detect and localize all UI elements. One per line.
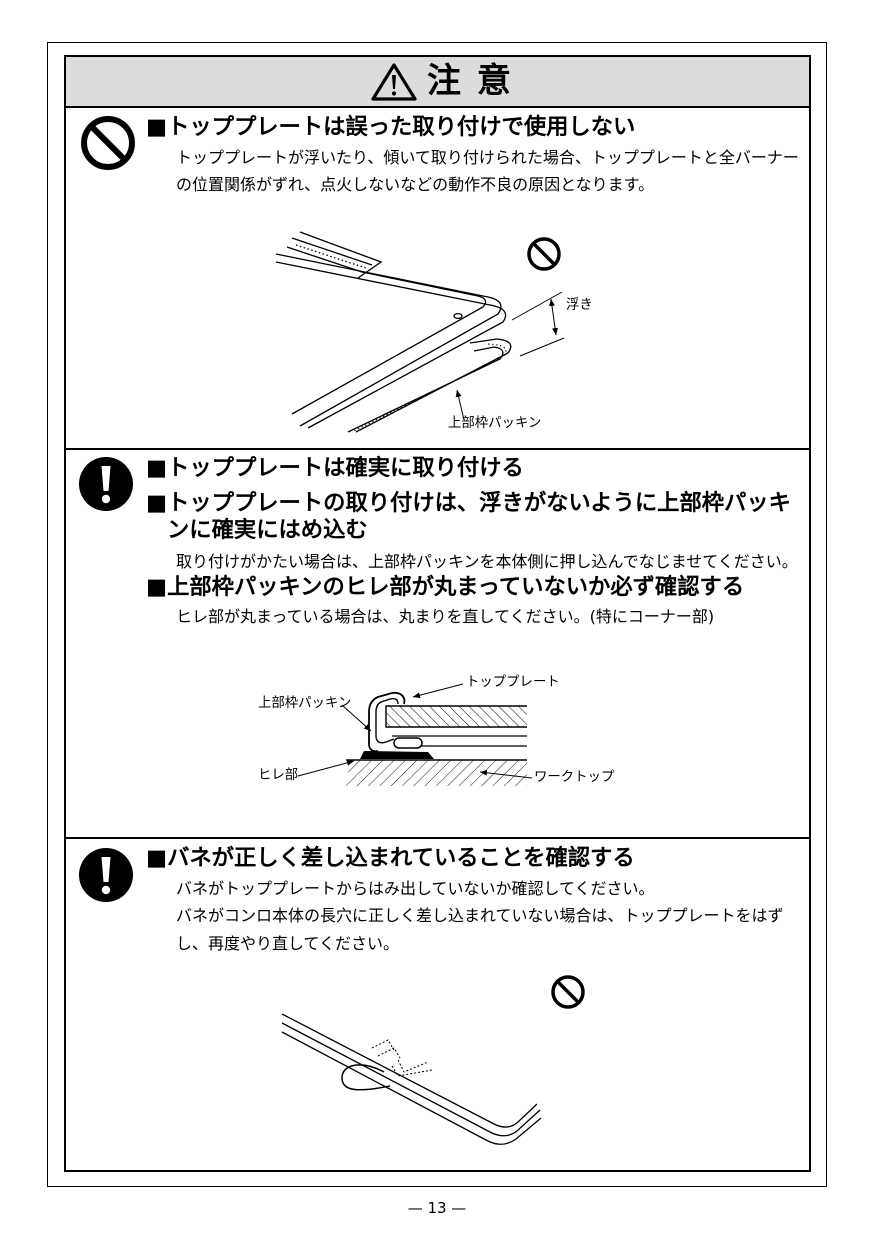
worktop-section bbox=[346, 759, 527, 786]
section-heading: ■上部枠パッキンのヒレ部が丸まっていないか必ず確認する bbox=[146, 573, 745, 600]
section-body-line: バネがコンロ本体の長穴に正しく差し込まれていない場合は、トッププレートをはず bbox=[176, 905, 784, 925]
fin-leader-line bbox=[297, 759, 355, 777]
page-frame bbox=[47, 42, 827, 1187]
caution-header bbox=[64, 55, 811, 107]
figure-packing-cross-section bbox=[297, 683, 533, 786]
mandatory-action-icon bbox=[79, 457, 133, 511]
worktop-leader-line bbox=[479, 769, 533, 779]
top-plate-leader-line bbox=[412, 683, 464, 699]
section-body-line: バネがトッププレートからはみ出していないか確認してください。 bbox=[176, 878, 655, 898]
packing-drawing bbox=[347, 338, 512, 433]
section-divider bbox=[64, 837, 811, 839]
top-plate-edge-drawing bbox=[281, 1013, 542, 1145]
section-body-line: ヒレ部が丸まっている場合は、丸まりを直してください。(特にコーナー部) bbox=[176, 606, 715, 626]
figure-label-packing: 上部枠パッキン bbox=[448, 416, 542, 431]
warning-triangle-icon bbox=[371, 63, 417, 101]
prohibition-icon bbox=[527, 237, 561, 271]
header-divider bbox=[64, 106, 811, 108]
figure-label-fin: ヒレ部 bbox=[258, 768, 299, 783]
section-heading: ■トッププレートは確実に取り付ける bbox=[146, 454, 524, 481]
page-number: — 13 — bbox=[407, 1199, 467, 1217]
packing-leader-line bbox=[341, 704, 372, 732]
section-heading: ■トッププレートは誤った取り付けで使用しない bbox=[146, 113, 636, 140]
section-heading: ■トッププレートの取り付けは、浮きがないように上部枠パッキ bbox=[146, 489, 791, 516]
section-heading: ■バネが正しく差し込まれていることを確認する bbox=[146, 844, 635, 871]
packing-leader-line bbox=[455, 389, 465, 421]
mandatory-action-icon bbox=[79, 848, 133, 902]
caution-box bbox=[64, 55, 811, 1172]
top-plate-drawing bbox=[275, 231, 507, 429]
figure-top-plate-lift bbox=[275, 231, 565, 433]
figure-label-packing: 上部枠パッキン bbox=[258, 696, 352, 711]
figure-label-worktop: ワークトップ bbox=[534, 770, 615, 785]
spring-loop bbox=[341, 1064, 391, 1091]
hidden-spring-outline bbox=[371, 1039, 433, 1077]
caution-title: 注 意 bbox=[427, 61, 513, 101]
figure-label-lift: 浮き bbox=[566, 298, 593, 313]
figure-spring-misinsertion bbox=[281, 1013, 542, 1145]
section-body-line: の位置関係がずれ、点火しないなどの動作不良の原因となります。 bbox=[176, 174, 655, 194]
packing-section bbox=[368, 691, 423, 753]
prohibition-icon bbox=[551, 975, 585, 1009]
figure-label-top-plate: トッププレート bbox=[466, 675, 560, 690]
fin-section bbox=[360, 751, 434, 759]
lift-dimension bbox=[511, 291, 565, 357]
section-divider bbox=[64, 448, 811, 450]
section-body-line: 取り付けがかたい場合は、上部枠パッキンを本体側に押し込んでなじませてください。 bbox=[176, 551, 798, 571]
prohibition-icon bbox=[81, 116, 135, 170]
top-plate-section bbox=[385, 705, 527, 728]
section-body-line: し、再度やり直してください。 bbox=[176, 933, 400, 953]
section-body-line: トッププレートが浮いたり、傾いて取り付けられた場合、トッププレートと全バーナー bbox=[176, 147, 799, 167]
section-heading: ンに確実にはめ込む bbox=[167, 516, 368, 543]
